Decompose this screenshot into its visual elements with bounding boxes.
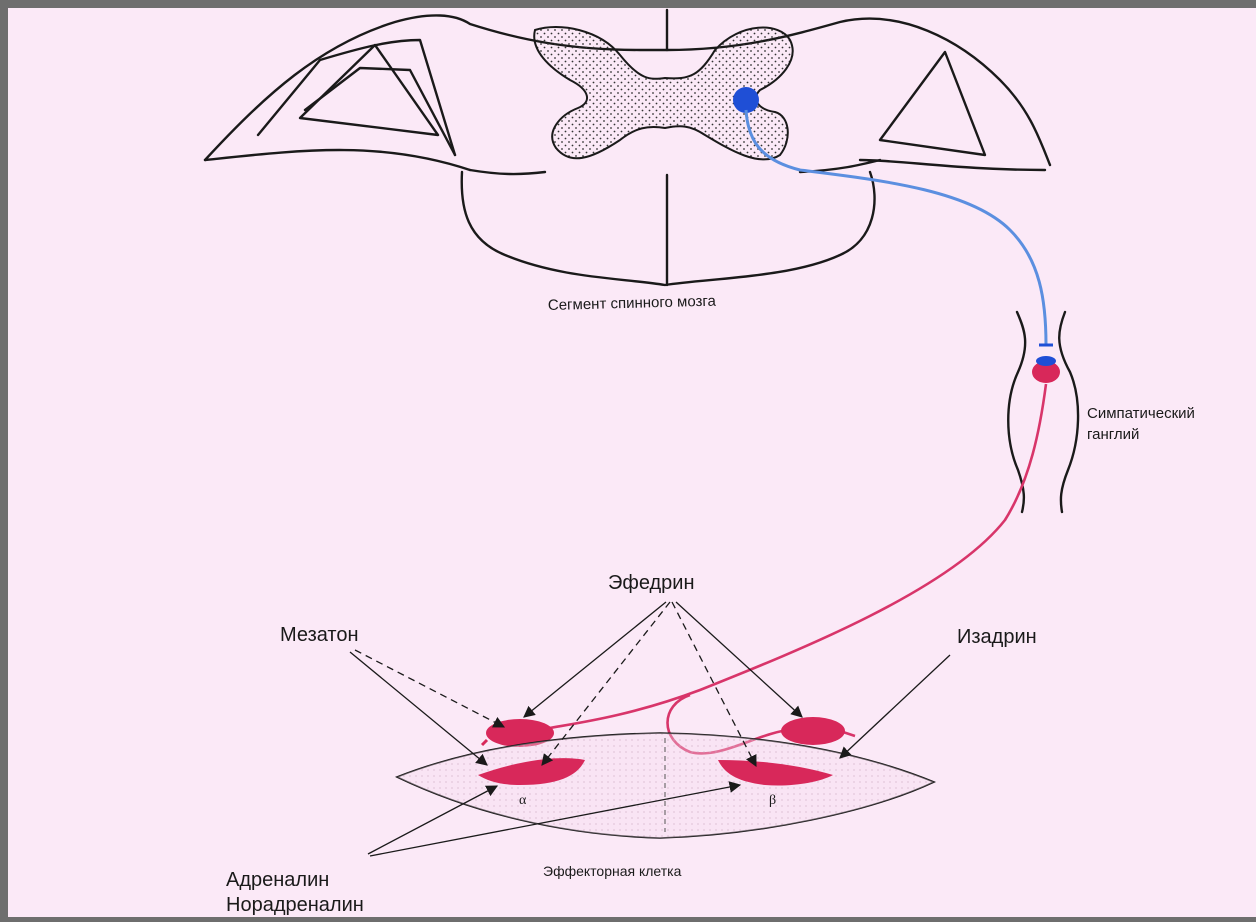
izadrin-label: Изадрин — [957, 626, 1037, 648]
ephedrine-label: Эфедрин — [608, 572, 695, 594]
ganglion-synapse — [1036, 356, 1056, 366]
adrenaline-label: Адреналин — [226, 869, 329, 891]
effector-cell-label: Эффекторная клетка — [543, 863, 682, 879]
beta-label: β — [769, 793, 776, 808]
mezaton-label: Мезатон — [280, 624, 359, 646]
ganglion-label-line1: Симпатический — [1087, 405, 1195, 422]
nerve-terminal-right — [781, 717, 845, 745]
ganglion-label-line2: ганглий — [1087, 426, 1139, 443]
noradrenaline-label: Норадреналин — [226, 894, 364, 916]
alpha-label: α — [519, 793, 527, 808]
preganglionic-neuron — [733, 87, 759, 113]
